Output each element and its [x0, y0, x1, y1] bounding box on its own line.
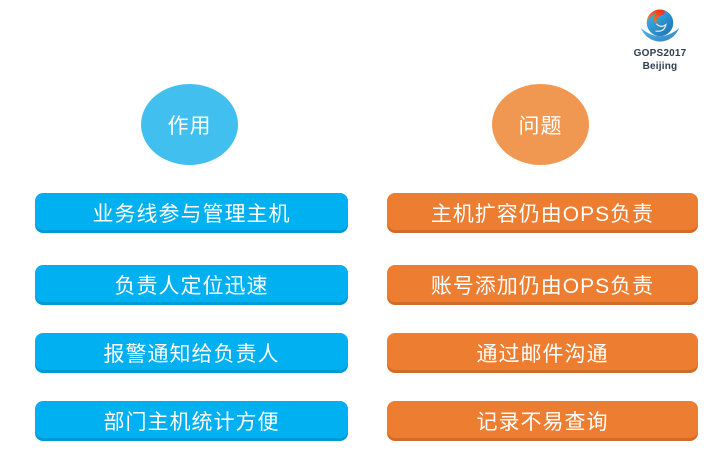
right-item-label: 主机扩容仍由OPS负责: [430, 203, 655, 226]
left-item-bar: 报警通知给负责人: [35, 333, 348, 373]
left-item-label: 业务线参与管理主机: [92, 203, 291, 226]
left-item-bar: 负责人定位迅速: [35, 265, 348, 305]
right-item-bar: 记录不易查询: [387, 401, 698, 441]
left-item-label: 负责人定位迅速: [114, 275, 269, 298]
right-item-bar: 主机扩容仍由OPS负责: [387, 193, 698, 233]
left-item-label: 部门主机统计方便: [103, 411, 280, 434]
gops-swirl-icon: [640, 9, 680, 42]
right-item-label: 通过邮件沟通: [476, 343, 609, 366]
right-item-bar: 账号添加仍由OPS负责: [387, 265, 698, 305]
right-item-label: 记录不易查询: [476, 411, 609, 434]
right-column-header-label: 问题: [518, 114, 563, 138]
left-column-header-label: 作用: [167, 114, 212, 138]
left-column-header-bubble: 作用: [141, 84, 238, 165]
right-column-header-bubble: 问题: [492, 84, 589, 165]
left-item-label: 报警通知给负责人: [103, 343, 280, 366]
gops-logo: GOPS2017 Beijing: [621, 4, 699, 73]
logo-text-line1: GOPS2017: [633, 48, 687, 59]
logo-text-line2: Beijing: [642, 60, 678, 72]
left-item-bar: 部门主机统计方便: [35, 401, 348, 441]
right-item-label: 账号添加仍由OPS负责: [430, 275, 655, 298]
left-item-bar: 业务线参与管理主机: [35, 193, 348, 233]
right-item-bar: 通过邮件沟通: [387, 333, 698, 373]
